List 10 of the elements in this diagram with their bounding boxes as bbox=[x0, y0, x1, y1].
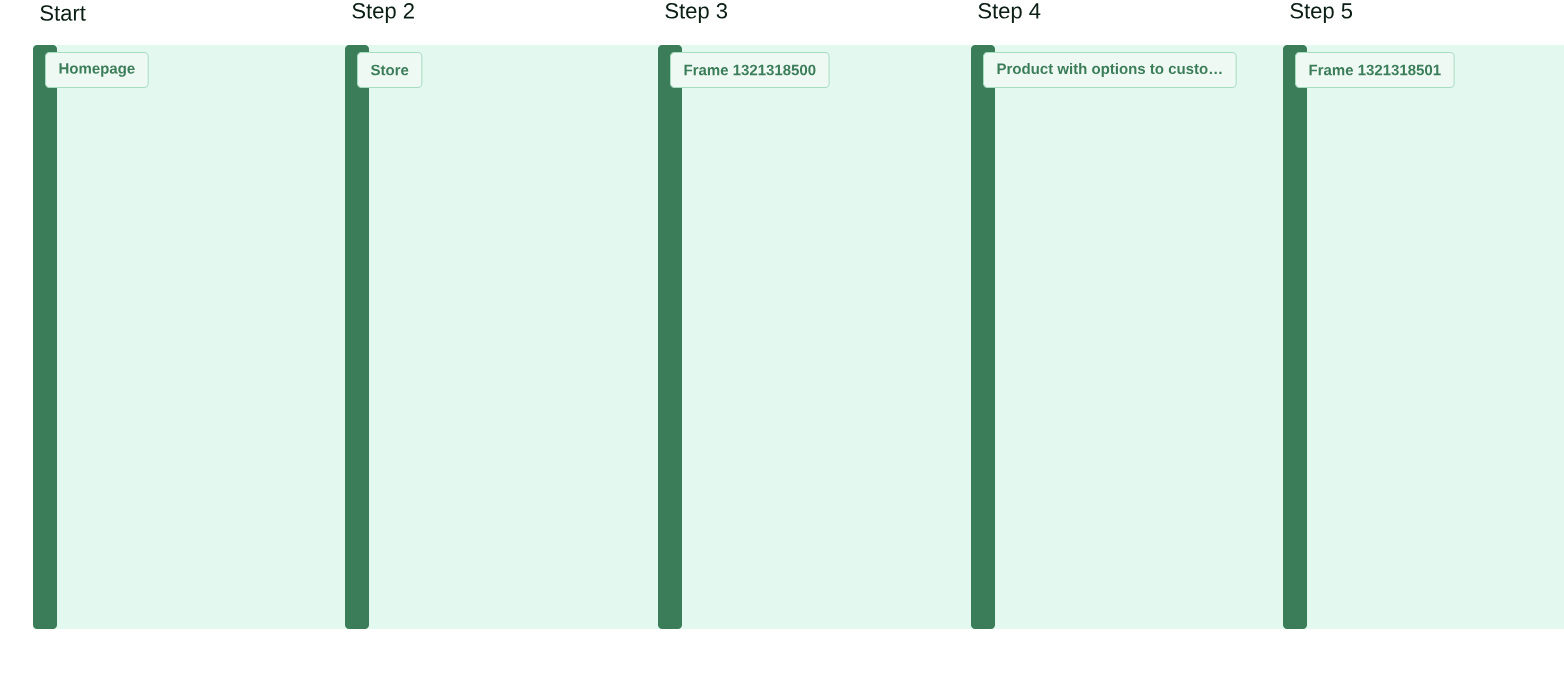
step-card: Frame 1321318500 bbox=[670, 52, 830, 88]
step-card: Frame 1321318501 bbox=[1295, 52, 1455, 88]
lane-heading: Step 5 bbox=[1290, 3, 1353, 23]
lane-heading: Step 4 bbox=[978, 3, 1041, 23]
step-card: Store bbox=[357, 52, 423, 88]
lane-heading: Start bbox=[40, 5, 86, 21]
lane-heading: Step 2 bbox=[352, 3, 414, 23]
lane-heading: Step 3 bbox=[665, 3, 727, 23]
step-card: Homepage bbox=[45, 52, 149, 88]
step-card: Product with options to custo… bbox=[983, 52, 1237, 88]
